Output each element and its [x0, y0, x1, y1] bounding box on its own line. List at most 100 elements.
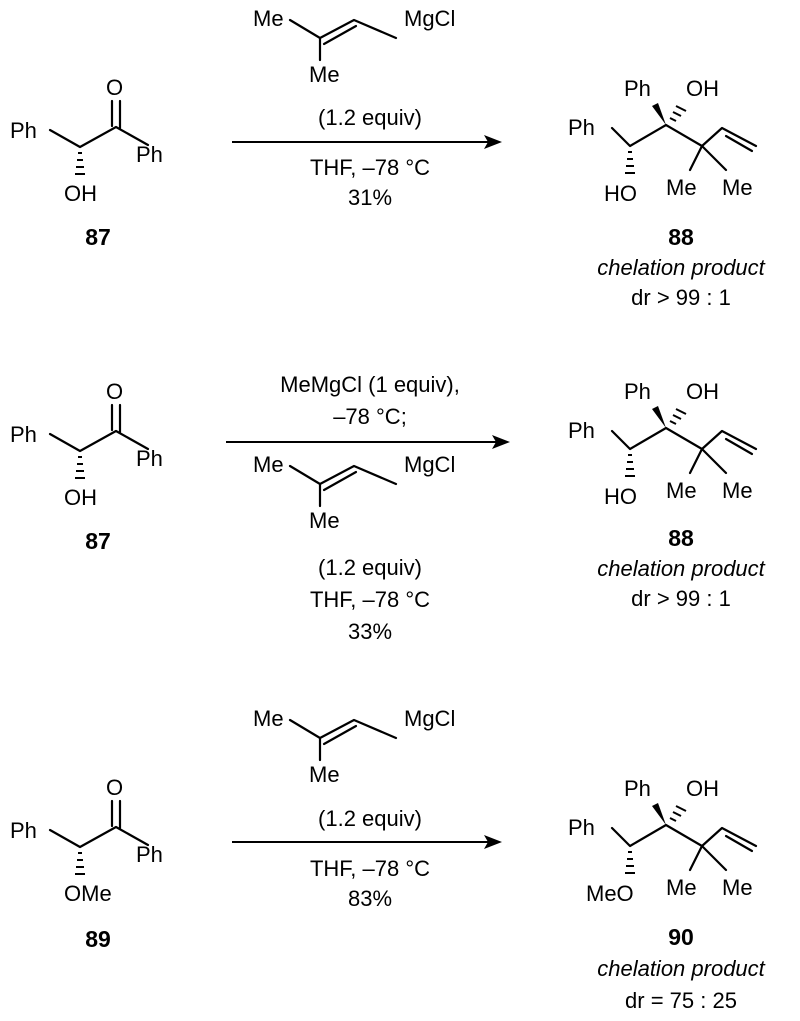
reagent-me-bottom: Me: [309, 62, 340, 87]
reaction-conditions: THF, –78 °C: [310, 155, 430, 180]
product-me-1: Me: [666, 875, 697, 900]
starting-material-89: Ph O Ph OMe 89: [10, 775, 163, 952]
product-me-2: Me: [722, 875, 753, 900]
reagent-me-bottom: Me: [309, 508, 340, 533]
sm-skeleton-bonds: [48, 125, 150, 149]
compound-number-product: 88: [668, 525, 694, 551]
reaction-yield: 31%: [348, 185, 392, 210]
compound-number-product: 88: [668, 224, 694, 250]
product-skeleton-bonds: [610, 426, 758, 475]
starting-material-87: Ph O Ph OH 87: [10, 379, 163, 554]
reagent-me-top: Me: [253, 706, 284, 731]
pre-reagent-line-2: –78 °C;: [333, 404, 407, 429]
compound-number-sm: 87: [85, 224, 111, 250]
reagent-equiv: (1.2 equiv): [318, 105, 422, 130]
product-description: chelation product: [597, 556, 765, 581]
reagent-me-bottom: Me: [309, 762, 340, 787]
reagent-me-top: Me: [253, 6, 284, 31]
compound-number-sm: 87: [85, 528, 111, 554]
reagent-prenyl-grignard: Me MgCl Me: [253, 452, 455, 533]
sm-skeleton-bonds: [48, 825, 150, 849]
product-wedge-bond: [652, 103, 666, 125]
product-me-2: Me: [722, 175, 753, 200]
sm-ph-left-label: Ph: [10, 422, 37, 447]
product-me-1: Me: [666, 175, 697, 200]
reagent-mgcl: MgCl: [404, 452, 455, 477]
product-ho-label: HO: [604, 181, 637, 206]
reaction-row-3: Ph O Ph OMe 89 Me MgCl Me (1.2 equiv) TH…: [10, 706, 766, 1013]
reaction-yield: 33%: [348, 619, 392, 644]
sm-hashed-stereo-bond: [75, 852, 85, 875]
product-me-1: Me: [666, 478, 697, 503]
product-hashed-ho-bond: [625, 454, 635, 477]
reaction-conditions: THF, –78 °C: [310, 856, 430, 881]
product-hashed-ho-bond: [625, 151, 635, 174]
reagent-prenyl-grignard: Me MgCl Me: [253, 6, 455, 87]
compound-number-product: 90: [668, 924, 694, 950]
reaction-row-2: Ph O Ph OH 87 MeMgCl (1 equiv), –78 °C; …: [10, 372, 766, 644]
sm-carbonyl-double-bond: [110, 799, 122, 830]
reagent-bonds: [288, 464, 398, 508]
product-oh-label: OH: [686, 776, 719, 801]
product-90: Ph OH Ph MeO Me Me 90 chelation product: [568, 776, 766, 1013]
sm-hydroxyl-label: OH: [64, 181, 97, 206]
product-ph-left: Ph: [568, 115, 595, 140]
product-skeleton-bonds: [610, 823, 758, 872]
reaction-yield: 83%: [348, 886, 392, 911]
sm-carbonyl-oxygen: O: [106, 775, 123, 800]
reagent-double-bond: [322, 724, 358, 746]
product-oh-label: OH: [686, 76, 719, 101]
sm-skeleton-bonds: [48, 429, 150, 453]
sm-hashed-stereo-bond: [75, 152, 85, 175]
product-ph-left: Ph: [568, 418, 595, 443]
reagent-equiv: (1.2 equiv): [318, 555, 422, 580]
reaction-conditions: THF, –78 °C: [310, 587, 430, 612]
product-oh-label: OH: [686, 379, 719, 404]
product-ph-top: Ph: [624, 776, 651, 801]
sm-ph-right-label: Ph: [136, 842, 163, 867]
product-ph-top: Ph: [624, 76, 651, 101]
product-wedge-bond: [652, 803, 666, 825]
sm-carbonyl-double-bond: [110, 99, 122, 130]
diastereomeric-ratio: dr = 75 : 25: [625, 988, 737, 1013]
sm-ph-left-label: Ph: [10, 818, 37, 843]
sm-hydroxyl-label: OH: [64, 485, 97, 510]
product-hashed-meo-bond: [625, 851, 635, 874]
reagent-prenyl-grignard: Me MgCl Me: [253, 706, 455, 787]
compound-number-sm: 89: [85, 926, 111, 952]
reaction-row-1: Ph O Ph OH 87 Me MgCl Me (1.2 equiv) THF…: [10, 6, 766, 310]
sm-carbonyl-oxygen: O: [106, 379, 123, 404]
product-ph-top: Ph: [624, 379, 651, 404]
product-meo-label: MeO: [586, 881, 634, 906]
sm-carbonyl-oxygen: O: [106, 75, 123, 100]
product-description: chelation product: [597, 956, 765, 981]
product-description: chelation product: [597, 255, 765, 280]
pre-reagent-line-1: MeMgCl (1 equiv),: [280, 372, 460, 397]
product-ho-label: HO: [604, 484, 637, 509]
reagent-double-bond: [322, 470, 358, 492]
sm-methoxy-label: OMe: [64, 881, 112, 906]
starting-material-87: Ph O Ph OH 87: [10, 75, 163, 250]
product-hashed-oh-bond: [669, 408, 687, 425]
arrow-head: [484, 835, 502, 849]
reagent-me-top: Me: [253, 452, 284, 477]
reagent-equiv: (1.2 equiv): [318, 806, 422, 831]
diastereomeric-ratio: dr > 99 : 1: [631, 586, 731, 611]
reagent-double-bond: [322, 24, 358, 46]
reagent-bonds: [288, 18, 398, 62]
product-me-2: Me: [722, 478, 753, 503]
product-88: Ph OH Ph HO Me Me 88 chelation product d: [568, 76, 766, 310]
sm-carbonyl-double-bond: [110, 403, 122, 434]
product-hashed-oh-bond: [669, 805, 687, 822]
product-skeleton-bonds: [610, 123, 758, 172]
sm-ph-right-label: Ph: [136, 446, 163, 471]
product-vinyl-double-bond: [724, 834, 754, 853]
reagent-bonds: [288, 718, 398, 762]
product-vinyl-double-bond: [724, 134, 754, 153]
product-hashed-oh-bond: [669, 105, 687, 122]
reagent-mgcl: MgCl: [404, 706, 455, 731]
product-ph-left: Ph: [568, 815, 595, 840]
arrow-head: [492, 435, 510, 449]
sm-ph-right-label: Ph: [136, 142, 163, 167]
